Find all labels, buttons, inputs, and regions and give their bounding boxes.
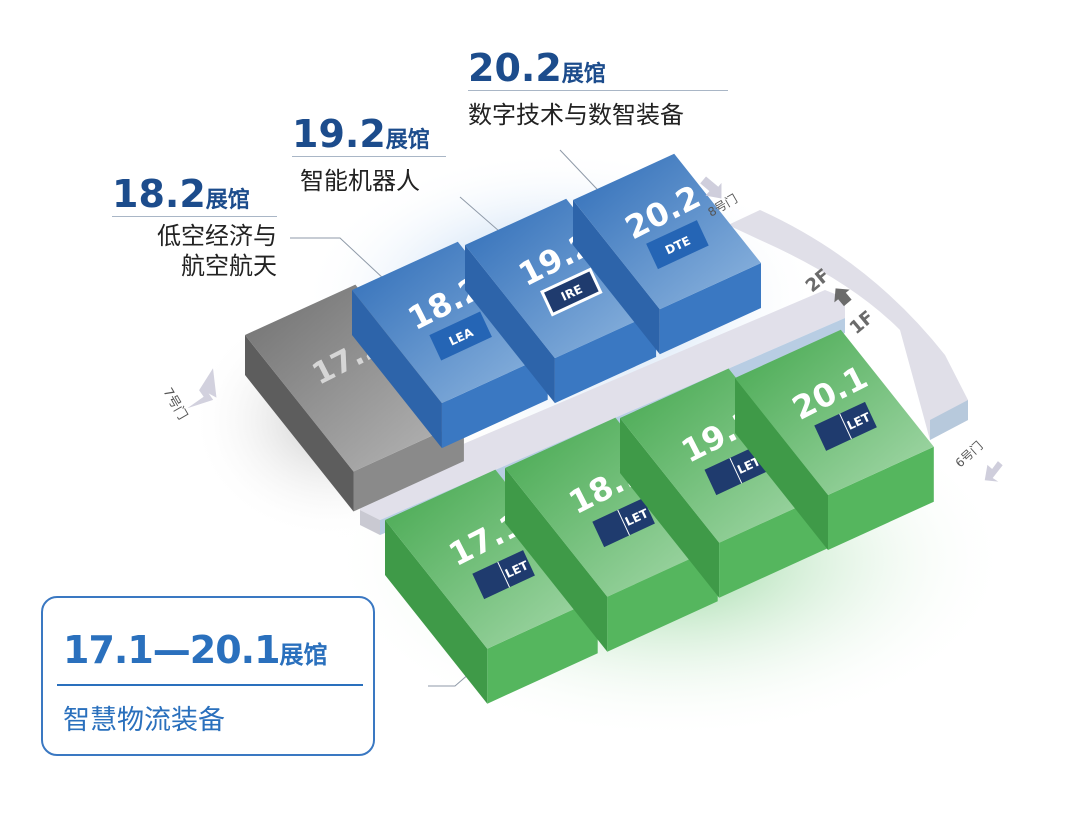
hall-top-face <box>465 198 657 359</box>
hall-top-face <box>573 153 761 310</box>
legend-number: 17.1—20.1 <box>63 628 281 672</box>
hall-side-face <box>385 520 488 704</box>
halls-layer: 17.218.2LEA19.2IRE20.2DTE17.1LET18.1LET1… <box>245 153 934 704</box>
logo-dte: DTE <box>646 220 709 270</box>
logo-divider <box>497 561 510 588</box>
hall-top-face <box>352 241 548 404</box>
arrow-icon <box>984 461 1003 482</box>
hall-front-face <box>554 311 657 404</box>
logo-divider <box>729 457 743 484</box>
logo-divider <box>617 509 630 536</box>
leader-line-18-2 <box>290 237 386 281</box>
hall-top-face <box>620 368 828 543</box>
hall-front-face <box>353 421 464 512</box>
arrow-up-icon <box>834 288 852 307</box>
legend-hall-range: 17.1—20.1展馆 <box>63 628 328 672</box>
logo-let: LET <box>814 401 877 451</box>
hall-front-face <box>659 263 761 355</box>
callout-20-2: 20.2展馆 数字技术与数智装备 <box>468 46 728 130</box>
callout-18-2-desc-line1: 低空经济与 <box>157 222 277 250</box>
legend-suffix: 展馆 <box>279 641 328 669</box>
hall-side-face <box>620 418 720 598</box>
legend-description: 智慧物流装备 <box>63 705 225 736</box>
hall-side-face <box>352 290 442 449</box>
legend-divider <box>57 684 363 686</box>
callout-18-2-desc-line2: 航空航天 <box>181 252 277 280</box>
hall-side-face <box>505 468 608 652</box>
floor-lower-label: 1F <box>846 307 879 339</box>
central-corridor <box>360 290 845 520</box>
gate-6-label: 6号门 <box>952 438 986 470</box>
callout-18-2: 18.2展馆 低空经济与 航空航天 <box>112 172 277 281</box>
callout-18-2-title: 18.2展馆 <box>112 172 277 216</box>
logo-divider <box>839 413 852 440</box>
logo-badge <box>646 220 709 270</box>
hall-suffix: 展馆 <box>205 188 250 213</box>
hall-front-face <box>828 446 934 550</box>
hall-number: 19.2 <box>292 112 386 156</box>
hall-side-face <box>245 335 354 512</box>
hall-front-face <box>487 598 598 704</box>
callout-19-2-desc: 智能机器人 <box>300 167 420 195</box>
hall-top-face <box>505 417 718 597</box>
leader-line-legend <box>428 672 471 687</box>
hall-side-face <box>465 245 555 404</box>
logo-let: LET <box>592 498 655 548</box>
arrow-icon <box>700 176 722 199</box>
logo-badge-inner <box>544 271 599 313</box>
hall-top-face <box>385 469 598 649</box>
callout-20-2-desc: 数字技术与数智装备 <box>468 101 684 129</box>
hall-front-face <box>441 354 548 449</box>
divider <box>112 216 277 217</box>
hall-front-face <box>607 546 718 652</box>
callout-20-2-title: 20.2展馆 <box>468 46 728 90</box>
logo-badge <box>429 311 492 361</box>
hall-17-2[interactable]: 17.2 <box>245 284 464 512</box>
arrow-icon <box>187 368 217 409</box>
divider <box>468 90 728 91</box>
logo-let: LET <box>472 550 535 600</box>
logo-ire: IRE <box>540 267 603 317</box>
callout-19-2: 19.2展馆 智能机器人 <box>292 112 446 196</box>
divider <box>292 156 446 157</box>
central-corridor-side <box>360 510 380 535</box>
hall-suffix: 展馆 <box>561 62 606 87</box>
hall-suffix: 展馆 <box>385 128 430 153</box>
legend-box: 17.1—20.1展馆 智慧物流装备 <box>41 596 375 756</box>
hall-side-face <box>735 378 828 550</box>
hall-number: 18.2 <box>112 172 206 216</box>
gate-7-label: 7号门 <box>160 386 190 423</box>
callout-19-2-title: 19.2展馆 <box>292 112 446 156</box>
logo-lea: LEA <box>429 311 492 361</box>
hall-front-face <box>719 493 828 598</box>
hall-top-face <box>735 329 934 495</box>
hall-top-face <box>245 284 464 472</box>
ramp-corridor-side <box>930 400 968 440</box>
hall-side-face <box>573 200 660 355</box>
hall-number: 20.2 <box>468 46 562 90</box>
